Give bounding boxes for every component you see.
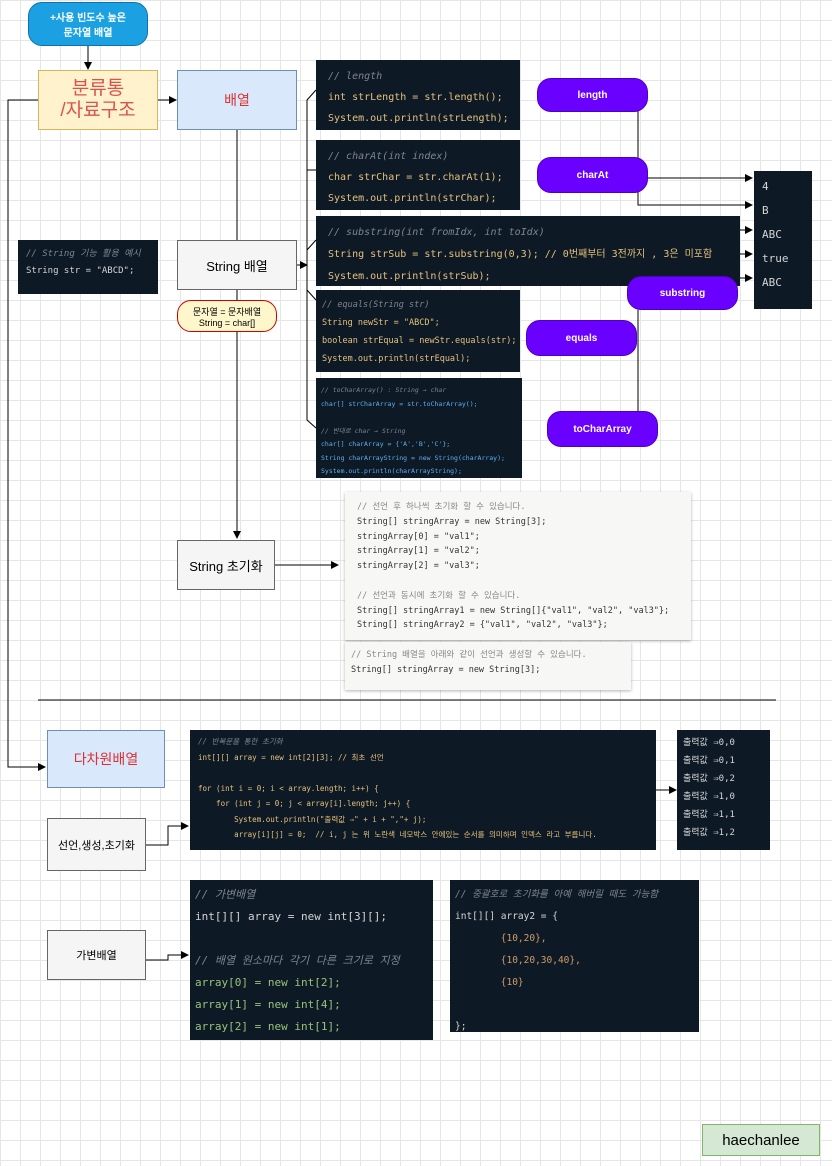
code-line: // charAt(int index) <box>328 151 449 162</box>
code-line: // 가변배열 <box>195 888 256 901</box>
code-line: int strLength = str.length(); <box>328 92 503 103</box>
category-line1: 분류통 <box>71 78 125 99</box>
code-line: System.out.println(strChar); <box>328 193 497 204</box>
pill-tochararray: toCharArray <box>547 411 658 447</box>
code-line: array[i][j] = 0; // i, j 는 위 노란색 네모박스 안에… <box>198 830 597 839</box>
multi-array-node: 다차원배열 <box>47 730 165 788</box>
code-line: int[][] array = new int[2][3]; // 최초 선언 <box>198 752 384 762</box>
pill-charat: charAt <box>537 157 648 193</box>
output-value: 출력값 ⇒1,2 <box>683 828 735 838</box>
code-line: stringArray[2] = "val3"; <box>357 561 480 572</box>
string-array-node: String 배열 <box>177 240 297 290</box>
code-line: // 반복문을 통한 초기화 <box>198 737 283 746</box>
code-line: stringArray[1] = "val2"; <box>357 546 480 557</box>
pill-substring: substring <box>627 276 738 310</box>
category-line2: /자료구조 <box>60 100 136 121</box>
code-line: System.out.println(charArrayString); <box>321 467 462 475</box>
code-line: // 반대로 char → String <box>321 426 406 435</box>
var-array-node: 가변배열 <box>47 930 146 980</box>
watermark: haechanlee <box>702 1124 820 1156</box>
output-panel: 4 B ABC true ABC <box>754 171 812 309</box>
code-line: String[] stringArray1 = new String[]{"va… <box>357 605 670 616</box>
code-line: for (int i = 0; i < array.length; i++) { <box>198 783 379 793</box>
output-value: ABC <box>762 228 782 241</box>
code-line: System.out.println(strLength); <box>328 113 509 124</box>
output-value: 출력값 ⇒0,1 <box>683 756 735 766</box>
code-line: int[][] array = new int[3][]; <box>195 910 388 923</box>
code-line: array[0] = new int[2]; <box>195 976 341 989</box>
code-charat: // charAt(int index) char strChar = str.… <box>316 140 520 210</box>
string-init-node: String 초기화 <box>177 540 275 590</box>
code-line: // 선언 후 하나씩 초기화 할 수 있습니다. <box>357 502 526 512</box>
output-value: B <box>762 204 769 217</box>
code-line: stringArray[0] = "val1"; <box>357 531 480 542</box>
top-note: +사용 빈도수 높은 문자열 배열 <box>28 2 148 46</box>
string-init-code-2: // String 배열을 아래와 같이 선언과 생성할 수 있습니다. Str… <box>345 642 631 690</box>
code-line: {10,20,30,40}, <box>455 955 581 966</box>
code-line: String strSub = str.substring(0,3); // 0… <box>328 249 713 260</box>
code-line: System.out.println(strSub); <box>328 271 491 282</box>
top-note-line1: +사용 빈도수 높은 <box>50 13 126 24</box>
code-line: array[1] = new int[4]; <box>195 998 341 1011</box>
code-length: // length int strLength = str.length(); … <box>316 60 520 130</box>
code-line: boolean strEqual = newStr.equals(str); <box>322 336 517 346</box>
declare-node: 선언,생성,초기화 <box>47 818 146 871</box>
pill-equals: equals <box>526 320 637 356</box>
code-line: {10} <box>455 977 524 988</box>
array-node: 배열 <box>177 70 297 130</box>
output-value: 4 <box>762 180 769 193</box>
code-line: int[][] array2 = { <box>455 911 558 922</box>
code-line: }; <box>455 1021 467 1032</box>
output-value: ABC <box>762 276 782 289</box>
multi-output-panel: 출력값 ⇒0,0 출력값 ⇒0,1 출력값 ⇒0,2 출력값 ⇒1,0 출력값 … <box>677 730 770 850</box>
string-def-line1: 문자열 = 문자배열 <box>192 306 262 317</box>
code-line: // 중괄호로 초기화를 아예 해버릴 때도 가능함 <box>455 889 659 900</box>
code-line: // length <box>328 71 383 82</box>
code-line: {10,20}, <box>455 933 547 944</box>
string-example-comment: // String 기능 활용 예시 <box>26 249 141 259</box>
pill-length: length <box>537 78 648 112</box>
code-line: String newStr = "ABCD"; <box>322 318 440 328</box>
code-line: // 선언과 동시에 초기화 할 수 있습니다. <box>357 590 521 601</box>
var-array-code: // 가변배열 int[][] array = new int[3][]; //… <box>190 880 433 1040</box>
string-example-line: String str = "ABCD"; <box>26 266 135 276</box>
code-line: System.out.println(strEqual); <box>322 354 471 364</box>
code-line: array[2] = new int[1]; <box>195 1020 341 1033</box>
code-line: // equals(String str) <box>322 300 430 310</box>
code-line: // 배열 원소마다 각기 다른 크기로 지정 <box>195 954 400 967</box>
code-line: // substring(int fromIdx, int toIdx) <box>328 227 545 238</box>
code-tochararray: // toCharArray() : String → char char[] … <box>316 378 522 478</box>
top-note-line2: 문자열 배열 <box>63 28 113 39</box>
string-example-code: // String 기능 활용 예시 String str = "ABCD"; <box>18 240 158 294</box>
var-array-code-2: // 중괄호로 초기화를 아예 해버릴 때도 가능함 int[][] array… <box>450 880 699 1032</box>
output-value: 출력값 ⇒0,0 <box>683 738 735 748</box>
code-line: String[] stringArray2 = {"val1", "val2",… <box>357 620 608 631</box>
string-def-line2: String = char[] <box>198 317 256 328</box>
category-node: 분류통 /자료구조 <box>38 70 158 130</box>
output-value: 출력값 ⇒0,2 <box>683 774 735 784</box>
code-line: char strChar = str.charAt(1); <box>328 172 503 183</box>
code-line: String[] stringArray = new String[3]; <box>357 516 547 527</box>
output-value: true <box>762 252 789 265</box>
code-line: char[] strCharArray = str.toCharArray(); <box>321 399 478 408</box>
code-line: char[] charArray = {'A','B','C'}; <box>321 440 451 448</box>
code-line: // String 배열을 아래와 같이 선언과 생성할 수 있습니다. <box>351 650 587 660</box>
string-def-note: 문자열 = 문자배열 String = char[] <box>177 300 277 332</box>
code-line: // toCharArray() : String → char <box>321 386 447 394</box>
multi-array-code: // 반복문을 통한 초기화 int[][] array = new int[2… <box>190 730 656 850</box>
code-line: String charArrayString = new String(char… <box>321 453 505 462</box>
code-line: for (int j = 0; j < array[i].length; j++… <box>198 799 411 808</box>
code-line: String[] stringArray = new String[3]; <box>351 665 541 675</box>
code-substring: // substring(int fromIdx, int toIdx) Str… <box>316 216 740 286</box>
output-value: 출력값 ⇒1,1 <box>683 810 735 820</box>
code-equals: // equals(String str) String newStr = "A… <box>316 290 520 372</box>
code-line: System.out.println("출력값 ⇒" + i + ","+ j)… <box>198 814 427 824</box>
string-init-code: // 선언 후 하나씩 초기화 할 수 있습니다. String[] strin… <box>345 492 691 640</box>
output-value: 출력값 ⇒1,0 <box>683 792 735 802</box>
